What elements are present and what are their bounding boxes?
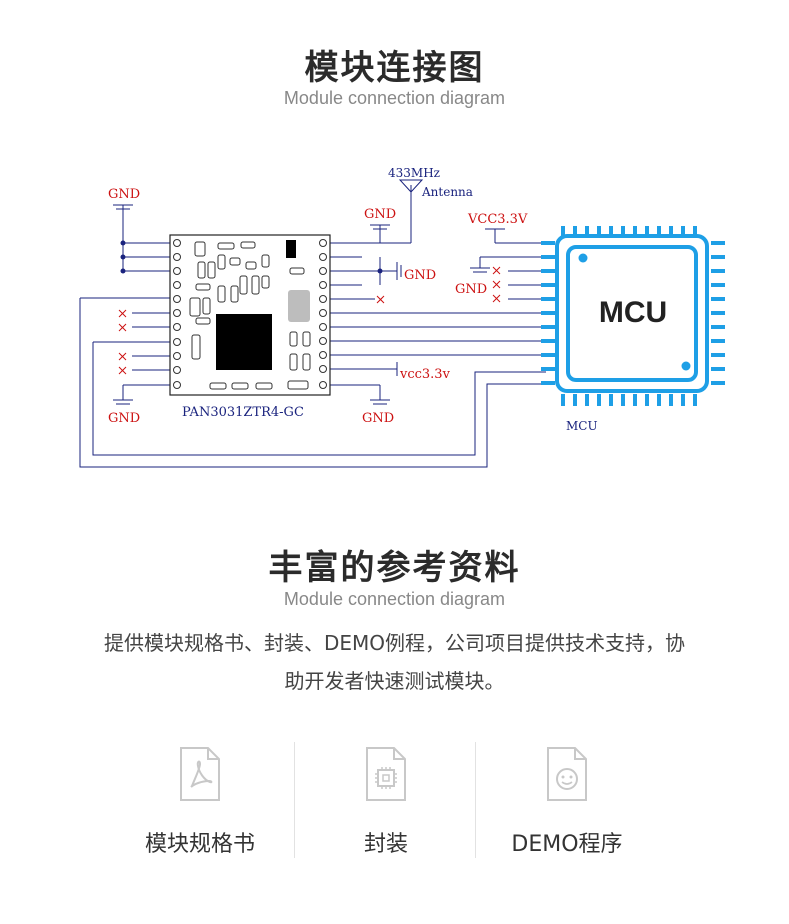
gnd-label-mcu: GND <box>455 282 487 297</box>
gnd-label-top-left: GND <box>108 187 140 202</box>
section-subtitle-connection: Module connection diagram <box>283 88 506 108</box>
section-subtitle-resources: Module connection diagram <box>283 589 506 609</box>
gnd-label-top-right: GND <box>364 207 396 222</box>
resource-package[interactable]: 封装 <box>296 740 476 860</box>
module-connection-diagram: GND GND GND GND GND GND VCC3.3V vcc3.3v … <box>79 166 725 468</box>
resource-label-package: 封装 <box>363 832 408 857</box>
resource-spec-sheet[interactable]: 模块规格书 <box>110 740 290 860</box>
resource-label-spec-sheet: 模块规格书 <box>144 832 255 857</box>
module-name-label: PAN3031ZTR4-GC <box>182 405 304 420</box>
smile-file-icon <box>547 747 587 801</box>
mcu-caption: MCU <box>566 419 598 433</box>
vcc-label-module: vcc3.3v <box>399 367 451 382</box>
mcu-chip-label: MCU <box>599 296 667 329</box>
antenna-frequency-label: 433MHz <box>388 166 440 180</box>
resource-divider-1 <box>294 742 295 858</box>
gnd-label-mid-right: GND <box>404 268 436 283</box>
pdf-file-icon <box>180 747 220 801</box>
resource-divider-2 <box>475 742 476 858</box>
resources-description-line1: 提供模块规格书、封装、DEMO例程，公司项目提供技术支持，协 <box>103 631 686 655</box>
section-title-connection: 模块连接图 <box>304 48 485 88</box>
resources-description-line2: 助开发者快速测试模块。 <box>284 669 505 693</box>
resource-demo[interactable]: DEMO程序 <box>477 740 657 860</box>
section-title-resources: 丰富的参考资料 <box>268 548 521 588</box>
gnd-label-bottom-right: GND <box>362 411 394 426</box>
resource-label-demo: DEMO程序 <box>511 832 623 857</box>
antenna-label: Antenna <box>421 185 473 199</box>
gnd-label-bottom-left: GND <box>108 411 140 426</box>
vcc-label-mcu: VCC3.3V <box>467 212 528 227</box>
chip-file-icon <box>366 747 406 801</box>
